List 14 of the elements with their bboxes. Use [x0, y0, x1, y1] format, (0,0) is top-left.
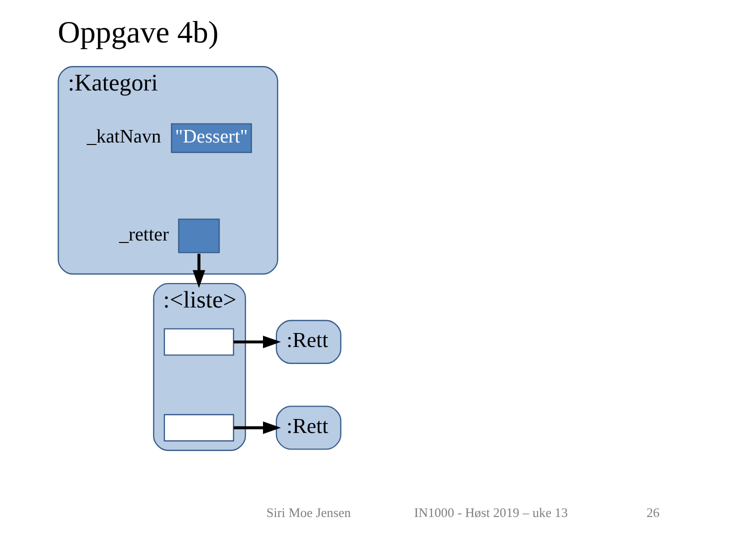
node-box: :Rett	[276, 320, 342, 364]
node-label: _katNavn	[86, 126, 162, 148]
label: 26	[646, 504, 660, 520]
arrow	[192, 254, 206, 288]
diagram-title: Oppgave 4b)	[58, 14, 219, 50]
arrow	[234, 421, 281, 434]
label: Siri Moe Jensen	[266, 504, 351, 520]
label: IN1000 - Høst 2019 – uke 13	[414, 504, 568, 520]
arrow	[234, 336, 281, 348]
node-label: _retter	[119, 224, 169, 246]
node-box: :Rett	[276, 406, 342, 450]
cluster: :<liste>	[153, 282, 246, 451]
node-box	[164, 328, 234, 356]
node-box	[164, 414, 234, 442]
